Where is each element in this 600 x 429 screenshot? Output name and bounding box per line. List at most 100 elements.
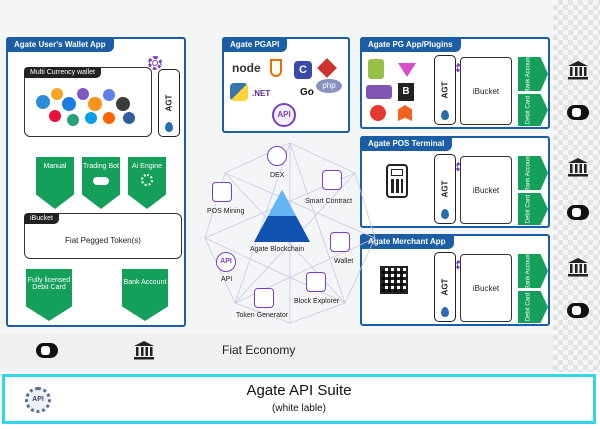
magento-icon [398,105,412,121]
node-logo: node [232,61,261,75]
agt-token-column: AGT [434,154,456,224]
java-icon [270,59,282,77]
ai-engine-label: Ai Engine [132,163,162,170]
debit-card-tab[interactable]: Debit Card [518,193,548,225]
agt-token-column: AGT [434,55,456,125]
manual-label: Manual [43,163,67,170]
crypto-coins-icon [36,88,135,126]
dex-label: DEX [270,172,285,179]
magento-logo: B [398,83,414,101]
api-icon: API [216,252,236,272]
pos-mining-icon [212,182,232,202]
ai-engine-button[interactable]: Ai Engine [128,157,166,209]
token-generator-label: Token Generator [236,312,289,319]
debit-card-tab[interactable]: Debit Card [518,291,548,323]
ibucket-box: iBucket [460,156,512,224]
go-logo: Go [300,87,314,98]
api-badge-label: API [277,110,291,119]
agt-token-column: AGT [434,252,456,322]
pgapi-title: Agate PGAPI [222,37,288,52]
fiat-pegged-label: Fiat Pegged Token(s) [65,236,141,245]
fiat-economy-label: Fiat Economy [222,343,296,357]
api-suite-title: Agate API Suite [246,382,352,399]
c-logo: C [294,61,312,79]
pgapi-panel: Agate PGAPI node C .NET Go php API [222,37,350,133]
gear-icon [148,56,162,70]
bank-account-tab[interactable]: Bank Account [518,156,548,190]
agt-label: AGT [440,81,450,99]
pos-terminal-icon [386,164,408,198]
debit-card-label: Fully licensed Debit Card [27,277,71,291]
merchant-title: Agate Merchant App [360,234,454,249]
ruby-icon [317,58,337,78]
bank-account-label: Bank Account [525,55,532,93]
prestashop-icon [398,63,416,77]
drop-icon [441,110,449,120]
smart-contract-label: Smart Contract [305,198,353,205]
debit-card-button[interactable]: Fully licensed Debit Card [26,269,72,321]
shopify-icon [368,59,384,79]
agate-blockchain-logo [254,190,310,242]
drop-icon [441,307,449,317]
ibucket-label: iBucket [472,283,500,293]
api-suite-badge: API [32,396,44,403]
drop-icon [441,209,449,219]
multi-currency-box: Multi Currency wallet [24,67,152,137]
trading-bot-button[interactable]: Trading Bot [82,157,120,209]
bank-account-button[interactable]: Bank Account [122,269,168,321]
agt-label: AGT [164,94,174,112]
card-icon [567,105,589,120]
pos-mining-label: POS Mining [207,208,245,215]
ibucket-box: iBucket Fiat Pegged Token(s) [24,213,182,259]
bank-account-tab[interactable]: Bank Account [518,254,548,288]
bank-icon [568,258,588,277]
manual-button[interactable]: Manual [36,157,74,209]
wallet-icon [330,232,350,252]
pos-terminal-panel: Agate POS Terminal AGT iBucket Bank Acco… [360,136,550,228]
api-gear-icon: API [25,387,51,413]
api-suite-subtitle: (white lable) [272,403,326,414]
ibucket-box: iBucket [460,254,512,322]
bank-icon [134,341,154,360]
trading-bot-label: Trading Bot [83,163,119,170]
drop-icon [165,122,173,132]
php-logo: php [316,79,342,93]
woocommerce-icon [366,85,392,99]
bank-account-tab[interactable]: Bank Account [518,57,548,91]
wallet-label: Wallet [334,258,354,265]
ibucket-label: iBucket [472,86,500,96]
debit-card-tab[interactable]: Debit Card [518,94,548,126]
bank-account-label: Bank Account [525,154,532,192]
agt-token-column: AGT [158,69,180,137]
wallet-app-panel: Agate User's Wallet App Multi Currency w… [6,37,186,327]
python-icon [230,83,248,101]
wallet-app-title: Agate User's Wallet App [6,37,114,52]
merchant-app-panel: Agate Merchant App AGT iBucket Bank Acco… [360,234,550,326]
multi-currency-title: Multi Currency wallet [24,67,101,78]
bank-account-label: Bank Account [123,279,167,286]
agt-label: AGT [440,180,450,198]
opencart-icon [370,105,386,121]
block-explorer-icon [306,272,326,292]
debit-card-label: Debit Card [525,194,532,224]
debit-card-label: Debit Card [525,95,532,125]
pg-app-panel: Agate PG App/Plugins B AGT iBucket Bank … [360,37,550,129]
agate-blockchain-label: Agate Blockchain [250,246,305,253]
card-icon [567,303,589,318]
agt-label: AGT [440,278,450,296]
bank-icon [568,158,588,177]
qr-code-icon [380,266,408,294]
dotnet-logo: .NET [252,89,271,98]
api-badge-label: API [220,258,232,265]
smart-contract-icon [322,170,342,190]
card-icon [36,343,58,358]
card-icon [567,205,589,220]
bank-account-label: Bank Account [525,252,532,290]
block-explorer-label: Block Explorer [294,298,340,305]
ibucket-box: iBucket [460,57,512,125]
ibucket-title: iBucket [24,213,59,224]
api-suite-banner: API Agate API Suite (white lable) [2,374,596,424]
debit-card-label: Debit Card [525,292,532,322]
pg-app-title: Agate PG App/Plugins [360,37,461,52]
bank-icon [568,61,588,80]
